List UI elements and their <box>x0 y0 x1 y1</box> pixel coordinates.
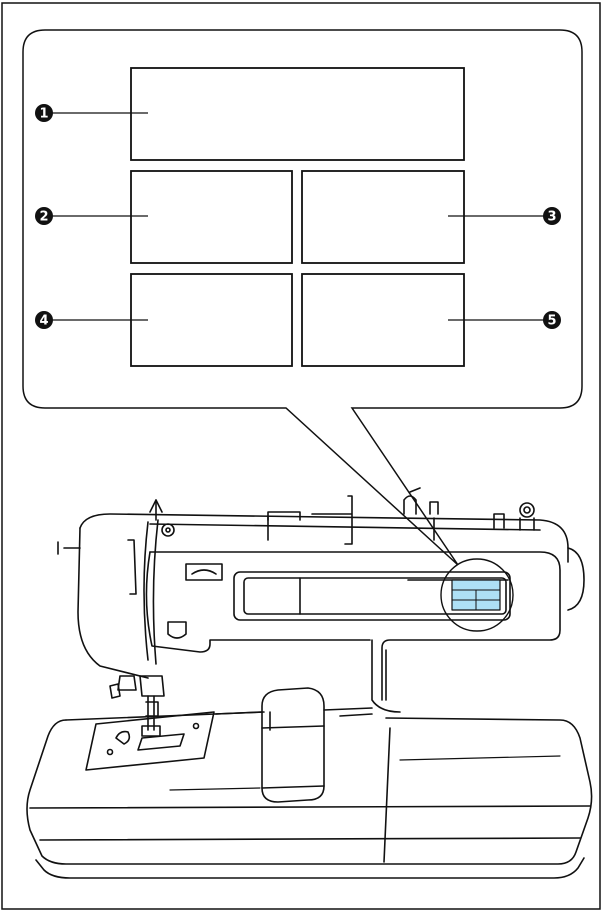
callout-number-3: 3 <box>547 210 556 225</box>
display-area-3 <box>301 170 465 264</box>
display-area-2 <box>130 170 293 264</box>
embroidery-carriage <box>215 687 373 803</box>
display-layout <box>130 67 465 367</box>
callout-marker-3: 3 <box>543 207 561 225</box>
callout-marker-5: 5 <box>543 311 561 329</box>
display-area-1 <box>130 67 465 161</box>
display-area-5 <box>301 273 465 367</box>
callout-marker-1: 1 <box>35 104 53 122</box>
machine-top-arm <box>79 513 569 563</box>
sewing-machine <box>26 487 593 879</box>
callout-number-4: 4 <box>39 314 48 329</box>
callout-number-1: 1 <box>39 107 48 122</box>
display-area-4 <box>130 273 293 367</box>
callout-number-2: 2 <box>39 210 48 225</box>
callout-marker-4: 4 <box>35 311 53 329</box>
machine-bed <box>26 717 593 865</box>
lcd-strip <box>233 571 511 621</box>
presser-foot <box>109 675 165 737</box>
callout-marker-2: 2 <box>35 207 53 225</box>
callout-number-5: 5 <box>547 314 556 329</box>
machine-head <box>77 527 149 679</box>
handwheel <box>567 547 585 611</box>
needle-plate <box>85 711 215 771</box>
leader-lines <box>52 112 544 321</box>
magnifier-ring <box>440 558 514 632</box>
